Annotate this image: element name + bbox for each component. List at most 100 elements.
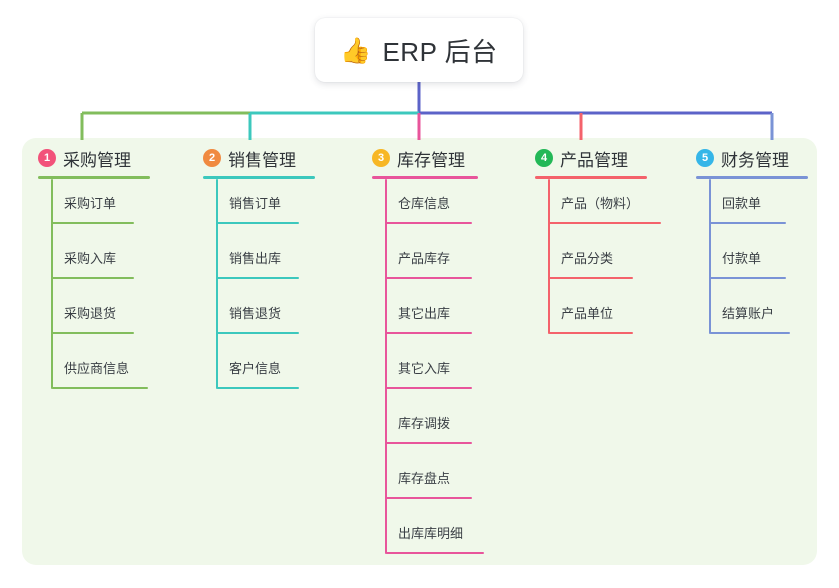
leaf-item-rule [217, 332, 299, 334]
branch-spine [548, 179, 550, 334]
leaf-item-label: 采购入库 [64, 251, 117, 266]
leaf-item[interactable]: 产品分类 [535, 234, 647, 289]
leaf-item-label: 客户信息 [229, 361, 282, 376]
leaf-item-label: 采购订单 [64, 196, 117, 211]
branch-title: 财务管理 [721, 150, 789, 170]
leaf-item-label: 仓库信息 [398, 196, 451, 211]
leaf-item-label: 出库库明细 [398, 526, 464, 541]
leaf-item[interactable]: 仓库信息 [372, 179, 478, 234]
branch-header-2[interactable]: 2 销售管理 [203, 146, 315, 170]
branch-items: 销售订单销售出库销售退货客户信息 [203, 179, 315, 399]
leaf-item[interactable]: 客户信息 [203, 344, 315, 399]
leaf-item-label: 销售订单 [229, 196, 282, 211]
branch-column-5[interactable]: 5 财务管理回款单付款单结算账户 [696, 146, 808, 344]
leaf-item[interactable]: 产品单位 [535, 289, 647, 344]
leaf-item-rule [52, 332, 134, 334]
branch-spine [216, 179, 218, 389]
leaf-item-rule [386, 497, 472, 499]
branch-column-2[interactable]: 2 销售管理销售订单销售出库销售退货客户信息 [203, 146, 315, 399]
leaf-item-rule [217, 387, 299, 389]
branch-title: 采购管理 [63, 150, 131, 170]
leaf-item-rule [710, 222, 786, 224]
leaf-item[interactable]: 销售出库 [203, 234, 315, 289]
leaf-item[interactable]: 采购订单 [38, 179, 150, 234]
root-title: ERP 后台 [382, 36, 498, 67]
branch-column-1[interactable]: 1 采购管理采购订单采购入库采购退货供应商信息 [38, 146, 150, 399]
leaf-item-rule [549, 332, 633, 334]
root-node-card[interactable]: 👍 ERP 后台 [315, 18, 523, 82]
branch-number-badge: 1 [38, 149, 56, 167]
leaf-item-label: 付款单 [722, 251, 762, 266]
leaf-item[interactable]: 其它入库 [372, 344, 478, 399]
leaf-item[interactable]: 付款单 [696, 234, 808, 289]
leaf-item-label: 其它出库 [398, 306, 451, 321]
leaf-item-rule [217, 277, 299, 279]
leaf-item-label: 库存调拨 [398, 416, 451, 431]
branch-title: 销售管理 [228, 150, 296, 170]
leaf-item[interactable]: 回款单 [696, 179, 808, 234]
branch-header-rule [203, 176, 315, 179]
leaf-item-rule [52, 222, 134, 224]
leaf-item-label: 结算账户 [722, 306, 775, 321]
branch-header-5[interactable]: 5 财务管理 [696, 146, 808, 170]
leaf-item[interactable]: 供应商信息 [38, 344, 150, 399]
leaf-item[interactable]: 产品（物料） [535, 179, 661, 234]
leaf-item[interactable]: 产品库存 [372, 234, 478, 289]
leaf-item-rule [217, 222, 299, 224]
leaf-item-rule [386, 222, 472, 224]
branch-header-1[interactable]: 1 采购管理 [38, 146, 150, 170]
leaf-item-label: 其它入库 [398, 361, 451, 376]
leaf-item-label: 销售出库 [229, 251, 282, 266]
leaf-item-label: 产品（物料） [561, 196, 640, 211]
leaf-item-label: 产品分类 [561, 251, 614, 266]
leaf-item-rule [386, 277, 472, 279]
leaf-item[interactable]: 销售退货 [203, 289, 315, 344]
leaf-item[interactable]: 库存盘点 [372, 454, 478, 509]
leaf-item[interactable]: 采购入库 [38, 234, 150, 289]
branch-header-rule [372, 176, 478, 179]
leaf-item[interactable]: 库存调拨 [372, 399, 478, 454]
branch-number-badge: 3 [372, 149, 390, 167]
branch-spine [51, 179, 53, 389]
leaf-item-label: 库存盘点 [398, 471, 451, 486]
branch-items: 产品（物料） 产品分类产品单位 [535, 179, 661, 344]
leaf-item-label: 回款单 [722, 196, 762, 211]
leaf-item-rule [386, 387, 472, 389]
branch-spine [385, 179, 387, 554]
leaf-item-label: 供应商信息 [64, 361, 130, 376]
leaf-item-rule [549, 277, 633, 279]
branch-number-badge: 4 [535, 149, 553, 167]
branch-number-badge: 5 [696, 149, 714, 167]
branch-items: 仓库信息产品库存其它出库其它入库库存调拨库存盘点出库库明细 [372, 179, 484, 564]
branch-header-4[interactable]: 4 产品管理 [535, 146, 647, 170]
leaf-item-rule [386, 442, 472, 444]
branch-number-badge: 2 [203, 149, 221, 167]
leaf-item[interactable]: 销售订单 [203, 179, 315, 234]
branch-title: 产品管理 [560, 150, 628, 170]
thumbs-up-icon: 👍 [340, 35, 372, 65]
leaf-item[interactable]: 采购退货 [38, 289, 150, 344]
leaf-item-rule [549, 222, 661, 224]
leaf-item-rule [386, 332, 472, 334]
branch-items: 采购订单采购入库采购退货供应商信息 [38, 179, 150, 399]
leaf-item-rule [52, 387, 148, 389]
leaf-item[interactable]: 结算账户 [696, 289, 808, 344]
leaf-item[interactable]: 出库库明细 [372, 509, 484, 564]
branch-column-3[interactable]: 3 库存管理仓库信息产品库存其它出库其它入库库存调拨库存盘点出库库明细 [372, 146, 484, 564]
leaf-item-rule [52, 277, 134, 279]
branch-header-rule [696, 176, 808, 179]
leaf-item-label: 产品库存 [398, 251, 451, 266]
branch-header-rule [535, 176, 647, 179]
branch-column-4[interactable]: 4 产品管理产品（物料） 产品分类产品单位 [535, 146, 661, 344]
branch-header-rule [38, 176, 150, 179]
leaf-item-label: 采购退货 [64, 306, 117, 321]
branch-title: 库存管理 [397, 150, 465, 170]
branch-header-3[interactable]: 3 库存管理 [372, 146, 478, 170]
leaf-item[interactable]: 其它出库 [372, 289, 478, 344]
branch-items: 回款单付款单结算账户 [696, 179, 808, 344]
leaf-item-label: 产品单位 [561, 306, 614, 321]
leaf-item-rule [710, 277, 786, 279]
leaf-item-label: 销售退货 [229, 306, 282, 321]
branch-spine [709, 179, 711, 334]
